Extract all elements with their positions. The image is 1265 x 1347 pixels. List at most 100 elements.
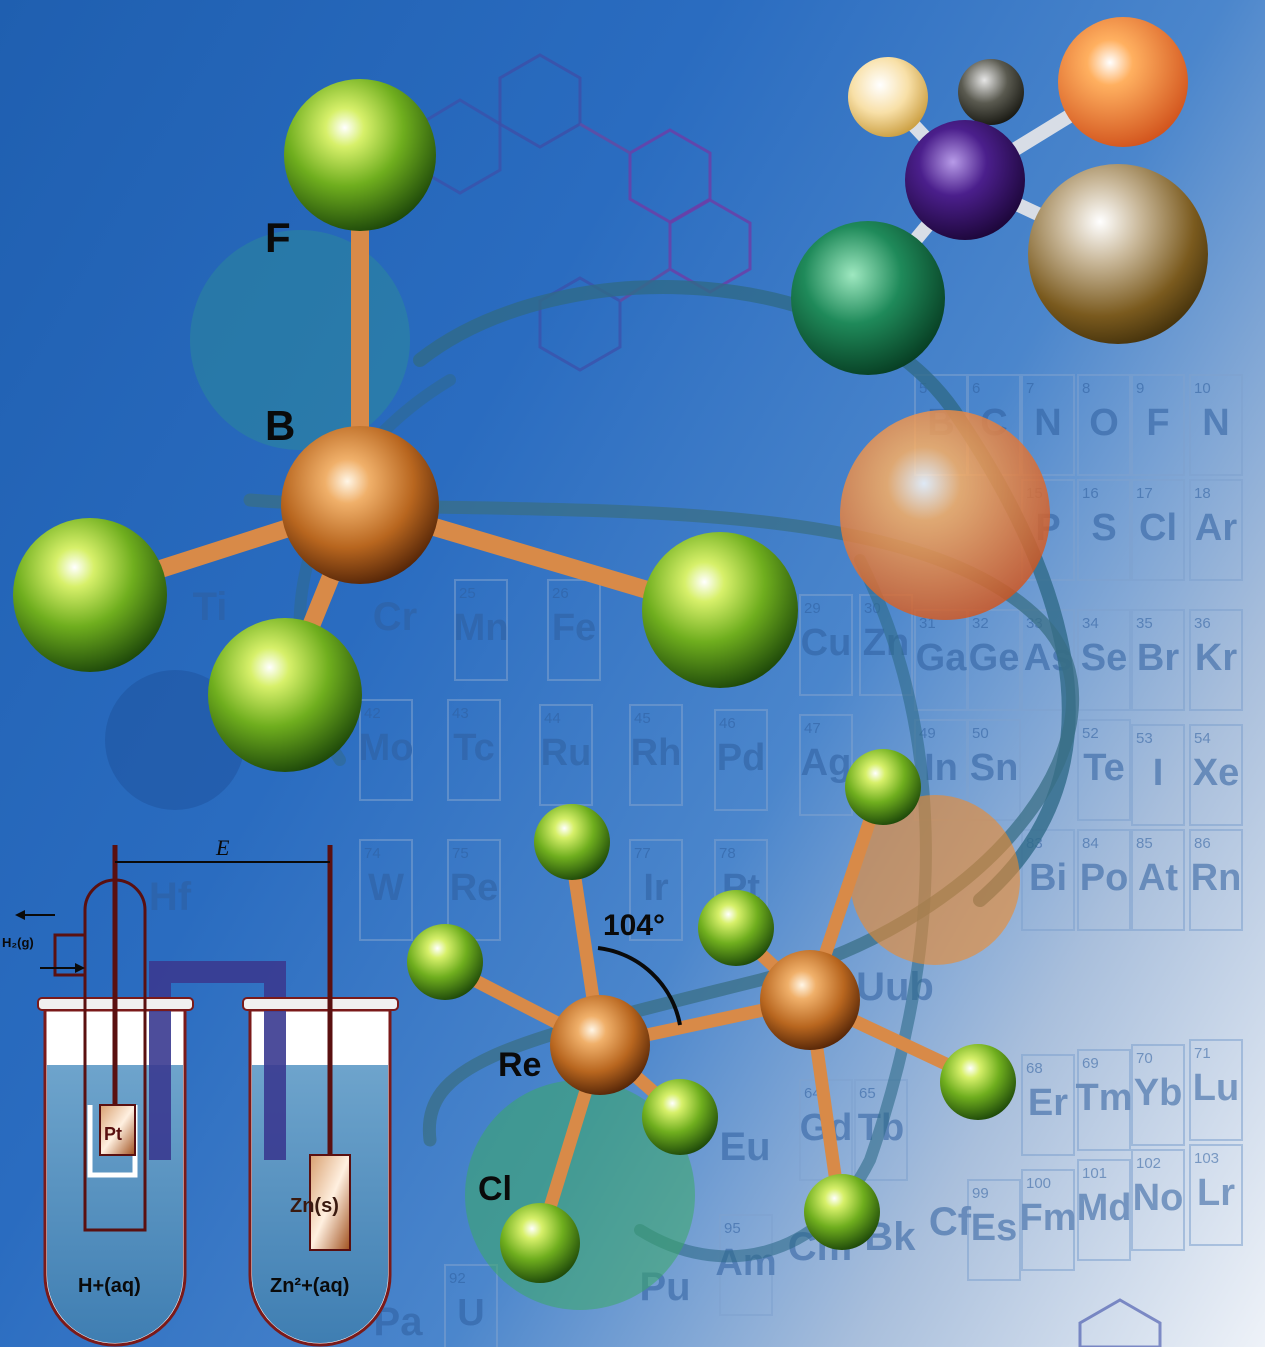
- left-solution-label: H+(aq): [78, 1275, 141, 1297]
- periodic-cell-number: 25: [459, 585, 476, 602]
- chlorine-atom: [804, 1174, 880, 1250]
- periodic-cell: [967, 1179, 1021, 1281]
- periodic-cell-number: 42: [364, 705, 381, 722]
- periodic-cell-symbol: F: [1146, 402, 1169, 444]
- periodic-cell-number: 86: [1194, 835, 1211, 852]
- periodic-cell-symbol: Cl: [1139, 507, 1177, 549]
- periodic-cell-number: 77: [634, 845, 651, 862]
- periodic-cell: [1077, 1159, 1131, 1261]
- periodic-cell-symbol: Tm: [1076, 1077, 1133, 1119]
- periodic-cell-symbol: Er: [1028, 1082, 1068, 1124]
- periodic-cell-symbol: Xe: [1193, 752, 1239, 794]
- periodic-cell-symbol: Sn: [970, 747, 1019, 789]
- periodic-cell: [854, 1079, 908, 1181]
- gas-label: H₂(g): [2, 935, 34, 950]
- platinum-electrode: [99, 1104, 136, 1156]
- periodic-cell-number: 50: [972, 725, 989, 742]
- strand-curves: [243, 280, 1080, 1263]
- periodic-cell-symbol: Yb: [1134, 1072, 1183, 1114]
- periodic-cell: [1021, 374, 1075, 476]
- periodic-cell-symbol: Mo: [359, 727, 414, 769]
- periodic-cell-number: 7: [1026, 380, 1034, 397]
- zinc-electrode: [309, 1154, 351, 1251]
- periodic-cell-symbol: Ga: [916, 637, 968, 679]
- periodic-cell-number: 29: [804, 600, 821, 617]
- periodic-cell: [629, 839, 683, 941]
- right-electrode-label: Zn(s): [290, 1195, 339, 1217]
- periodic-cell: [1021, 1169, 1075, 1271]
- periodic-cell: [1077, 609, 1131, 711]
- periodic-cell-number: 34: [1082, 615, 1099, 632]
- periodic-cell-number: 70: [1136, 1050, 1153, 1067]
- periodic-cell-number: 18: [1194, 485, 1211, 502]
- periodic-cell-number: 71: [1194, 1045, 1211, 1062]
- periodic-cell-symbol: Br: [1137, 637, 1179, 679]
- left-electrode-label: Pt: [104, 1124, 122, 1144]
- fluorine-atom: [284, 79, 436, 231]
- voltage-label: E: [215, 835, 230, 860]
- periodic-cell-symbol: No: [1133, 1177, 1184, 1219]
- periodic-cell-symbol: Rh: [631, 732, 682, 774]
- periodic-cell-number: 32: [972, 615, 989, 632]
- periodic-cell-number: 9: [1136, 380, 1144, 397]
- periodic-cell: [1131, 1044, 1185, 1146]
- bond-angle-label: 104°: [603, 909, 665, 942]
- periodic-cell-symbol: Kr: [1195, 637, 1237, 679]
- periodic-cell-number: 84: [1082, 835, 1099, 852]
- periodic-cell-number: 8: [1082, 380, 1090, 397]
- periodic-cell-number: 92: [449, 1270, 466, 1287]
- rhenium-atom: [550, 995, 650, 1095]
- orange-sphere-translucent: [850, 795, 1020, 965]
- periodic-cell-symbol: Ge: [969, 637, 1020, 679]
- periodic-cell-number: 69: [1082, 1055, 1099, 1072]
- periodic-cell-symbol: Fe: [552, 607, 596, 649]
- fluorine-atom: [642, 532, 798, 688]
- re2cl8-molecule: 104° Re Cl: [407, 749, 1016, 1283]
- periodic-cell-number: 31: [919, 615, 936, 632]
- periodic-cell: [1131, 609, 1185, 711]
- salt-bridge: [149, 961, 286, 1160]
- periodic-cell-number: 43: [452, 705, 469, 722]
- periodic-cell: [1021, 1054, 1075, 1156]
- periodic-cell-number: 75: [452, 845, 469, 862]
- periodic-cell-number: 35: [1136, 615, 1153, 632]
- periodic-fragment-symbol: Eu: [719, 1125, 770, 1169]
- periodic-table: 5B6C7N8O9F10N15P16S17Cl18Ar25Mn26Fe29Cu3…: [149, 374, 1243, 1347]
- periodic-cell-number: 26: [552, 585, 569, 602]
- right-solution-label: Zn²+(aq): [270, 1275, 349, 1297]
- chlorine-atom: [698, 890, 774, 966]
- periodic-cell: [1131, 479, 1185, 581]
- boron-atom: [281, 426, 439, 584]
- pale-atom: [848, 57, 928, 137]
- periodic-cell-symbol: Bi: [1029, 857, 1067, 899]
- olive-atom: [1028, 164, 1208, 344]
- periodic-fragment-symbol: Ti: [193, 585, 228, 629]
- periodic-cell-number: 103: [1194, 1150, 1219, 1167]
- periodic-cell-number: 100: [1026, 1175, 1051, 1192]
- periodic-cell: [1189, 1039, 1243, 1141]
- periodic-cell: [444, 1264, 498, 1347]
- periodic-cell-symbol: O: [1089, 402, 1119, 444]
- periodic-fragment-symbol: Cf: [929, 1200, 972, 1244]
- periodic-cell: [719, 1214, 773, 1316]
- periodic-cell-symbol: Cu: [801, 622, 852, 664]
- boron-label: B: [265, 402, 295, 449]
- periodic-cell-symbol: Se: [1081, 637, 1127, 679]
- bg-sphere: [190, 230, 410, 450]
- chlorine-atom: [642, 1079, 718, 1155]
- periodic-cell-number: 16: [1082, 485, 1099, 502]
- periodic-cell-number: 95: [724, 1220, 741, 1237]
- periodic-cell-number: 10: [1194, 380, 1211, 397]
- rhenium-atom: [760, 950, 860, 1050]
- bond-angle-arc: [597, 946, 682, 1026]
- periodic-cell-number: 6: [972, 380, 980, 397]
- periodic-cell-symbol: At: [1138, 857, 1178, 899]
- dark-atom: [958, 59, 1024, 125]
- periodic-fragment-symbol: Cr: [373, 595, 417, 639]
- periodic-cell: [1189, 829, 1243, 931]
- orange-sphere-translucent: [840, 410, 1050, 620]
- periodic-cell-symbol: N: [1034, 402, 1061, 444]
- gas-tube: [83, 878, 147, 1232]
